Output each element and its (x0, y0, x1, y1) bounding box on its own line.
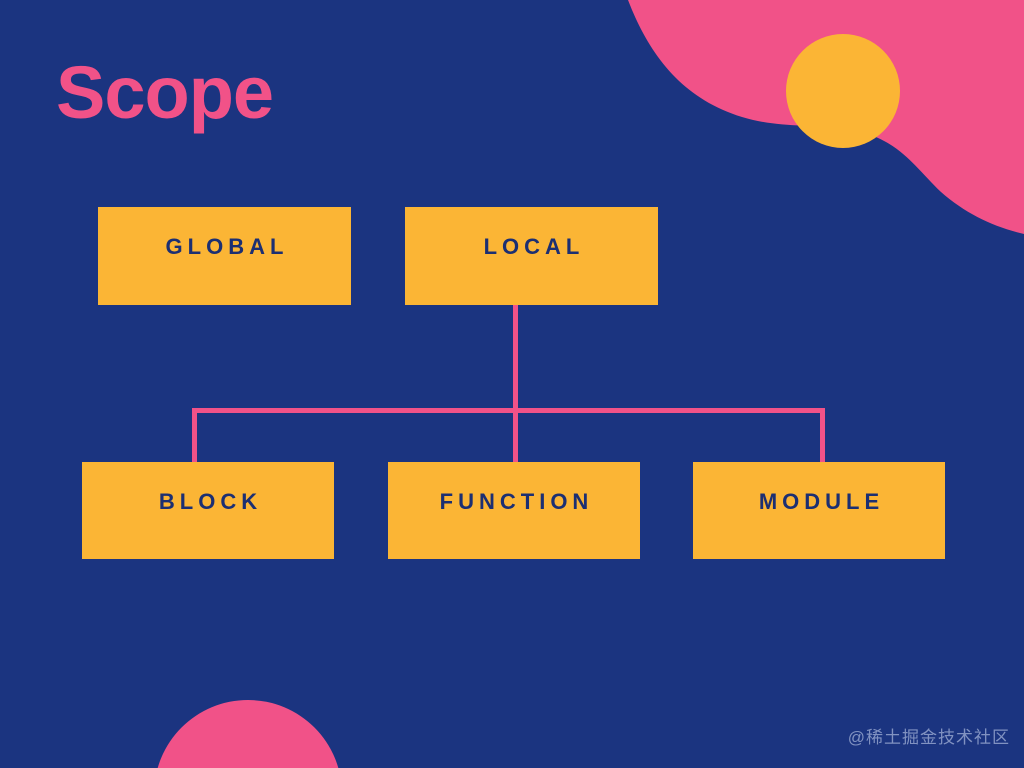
connector-stub-block (192, 408, 197, 463)
node-function-label: FUNCTION (439, 489, 594, 514)
node-global: GLOBAL (98, 207, 351, 305)
node-global-label: GLOBAL (165, 234, 289, 259)
connector-local-vertical (513, 305, 518, 462)
node-function: FUNCTION (388, 462, 640, 559)
node-module: MODULE (693, 462, 945, 559)
node-block-label: BLOCK (158, 489, 263, 514)
watermark: @稀土掘金技术社区 (847, 728, 1010, 747)
yellow-circle-shape (786, 34, 900, 148)
connector-stub-module (820, 408, 825, 463)
bottom-pink-circle-shape (157, 700, 339, 768)
connector-horizontal (192, 408, 825, 413)
node-local-label: LOCAL (483, 234, 585, 259)
node-local: LOCAL (405, 207, 658, 305)
corner-blob-shape (628, 0, 1024, 234)
node-module-label: MODULE (758, 489, 885, 514)
node-block: BLOCK (82, 462, 334, 559)
page-title: Scope (56, 51, 274, 134)
